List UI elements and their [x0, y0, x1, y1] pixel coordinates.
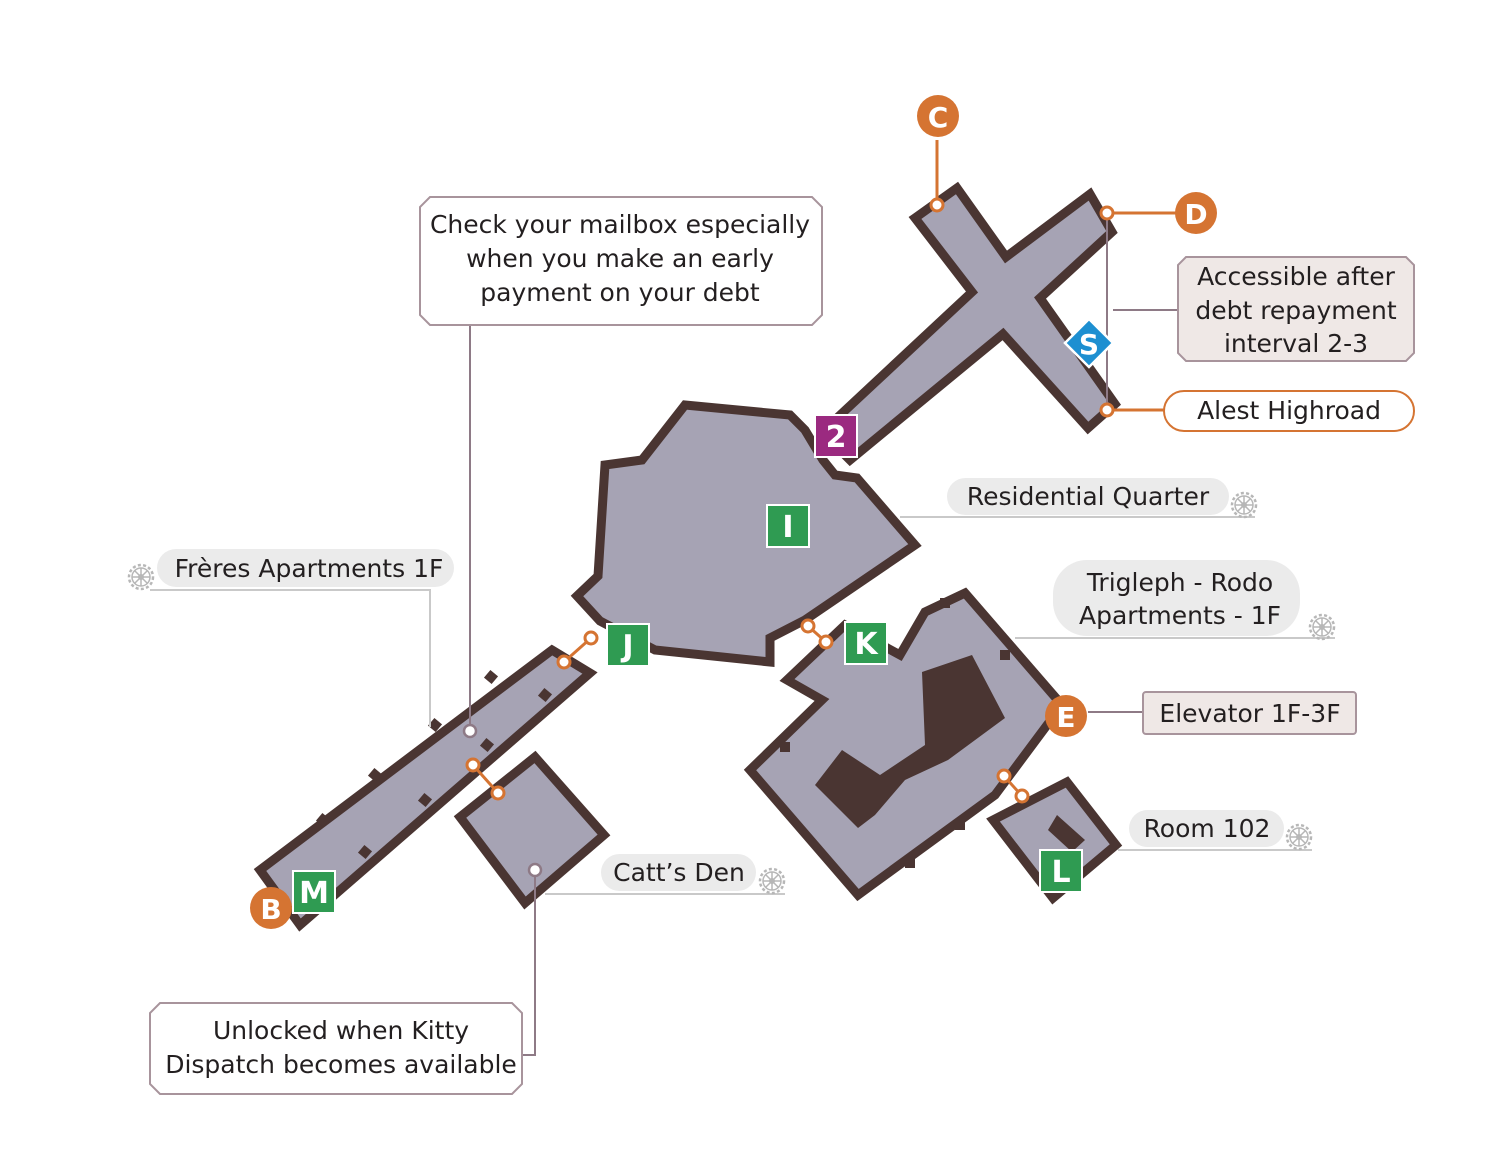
callout-pins: [462, 723, 543, 878]
svg-text:Alest Highroad: Alest Highroad: [1197, 396, 1381, 425]
svg-text:C: C: [928, 101, 949, 134]
exit-marker-c[interactable]: C: [917, 95, 959, 137]
area-marker-i[interactable]: I: [766, 504, 810, 548]
svg-text:2: 2: [826, 420, 847, 455]
area-marker-l[interactable]: L: [1039, 849, 1083, 893]
catts-den-room: [453, 750, 611, 910]
alest-highroad-label: Alest Highroad: [1163, 390, 1415, 432]
trigleph-building: [743, 587, 1068, 902]
settings-gear-icon: [1230, 491, 1258, 519]
mailbox-note: Check your mailbox especially when you m…: [419, 196, 823, 326]
area-marker-j[interactable]: J: [606, 623, 650, 667]
shop-marker-s[interactable]: S: [1063, 317, 1115, 369]
room-102-label: Room 102: [1129, 810, 1313, 851]
trigleph-label: Trigleph - Rodo Apartments - 1F: [1053, 560, 1336, 641]
freres-corridor: [253, 644, 598, 932]
repayment-note: Accessible after debt repayment interval…: [1177, 256, 1415, 362]
repayment-note-line-3: interval 2-3: [1224, 329, 1368, 358]
svg-text:D: D: [1184, 198, 1207, 231]
area-marker-m[interactable]: M: [292, 870, 336, 914]
trigleph-label-line-2: Apartments - 1F: [1079, 601, 1281, 630]
svg-text:L: L: [1051, 855, 1070, 890]
mailbox-note-line-1: Check your mailbox especially: [430, 210, 810, 239]
svg-text:I: I: [782, 510, 793, 545]
kitty-note-line-1: Unlocked when Kitty: [213, 1016, 469, 1045]
wall-details: [315, 598, 1085, 868]
mailbox-note-line-3: payment on your debt: [480, 278, 760, 307]
kitty-note: Unlocked when Kitty Dispatch becomes ava…: [149, 1002, 523, 1095]
catts-den-label: Catt’s Den: [601, 854, 786, 895]
mailbox-note-line-2: when you make an early: [466, 244, 774, 273]
svg-text:Frères Apartments 1F: Frères Apartments 1F: [175, 554, 444, 583]
svg-text:B: B: [260, 893, 281, 926]
svg-text:E: E: [1056, 701, 1075, 734]
svg-text:Elevator 1F-3F: Elevator 1F-3F: [1159, 699, 1340, 728]
svg-text:J: J: [620, 629, 633, 664]
svg-text:S: S: [1079, 328, 1099, 361]
trigleph-label-line-1: Trigleph - Rodo: [1086, 568, 1273, 597]
kitty-note-line-2: Dispatch becomes available: [165, 1050, 517, 1079]
freres-apartments-label: Frères Apartments 1F: [127, 549, 454, 591]
connectors: [465, 140, 1177, 804]
repayment-note-line-1: Accessible after: [1197, 262, 1396, 291]
svg-text:M: M: [299, 876, 329, 911]
exit-marker-b[interactable]: B: [250, 887, 292, 929]
svg-text:K: K: [854, 627, 879, 662]
map-floor: [253, 181, 1123, 932]
settings-gear-icon: [127, 563, 155, 591]
number-marker-2[interactable]: 2: [814, 414, 858, 458]
exit-marker-e[interactable]: E: [1045, 695, 1087, 737]
leader-lines: [469, 213, 1180, 1056]
svg-text:Residential Quarter: Residential Quarter: [967, 482, 1210, 511]
settings-gear-icon: [758, 867, 786, 895]
exit-marker-d[interactable]: D: [1175, 192, 1217, 234]
settings-gear-icon: [1285, 823, 1313, 851]
residential-quarter-label: Residential Quarter: [947, 478, 1258, 519]
room-102: [986, 776, 1123, 905]
svg-text:Catt’s Den: Catt’s Den: [613, 858, 745, 887]
area-marker-k[interactable]: K: [844, 621, 888, 665]
svg-text:Room 102: Room 102: [1144, 814, 1271, 843]
highroad-corridor: [815, 181, 1121, 467]
label-underlines: [150, 516, 1335, 895]
elevator-label: Elevator 1F-3F: [1142, 691, 1357, 735]
repayment-note-line-2: debt repayment: [1195, 296, 1397, 325]
settings-gear-icon: [1308, 613, 1336, 641]
